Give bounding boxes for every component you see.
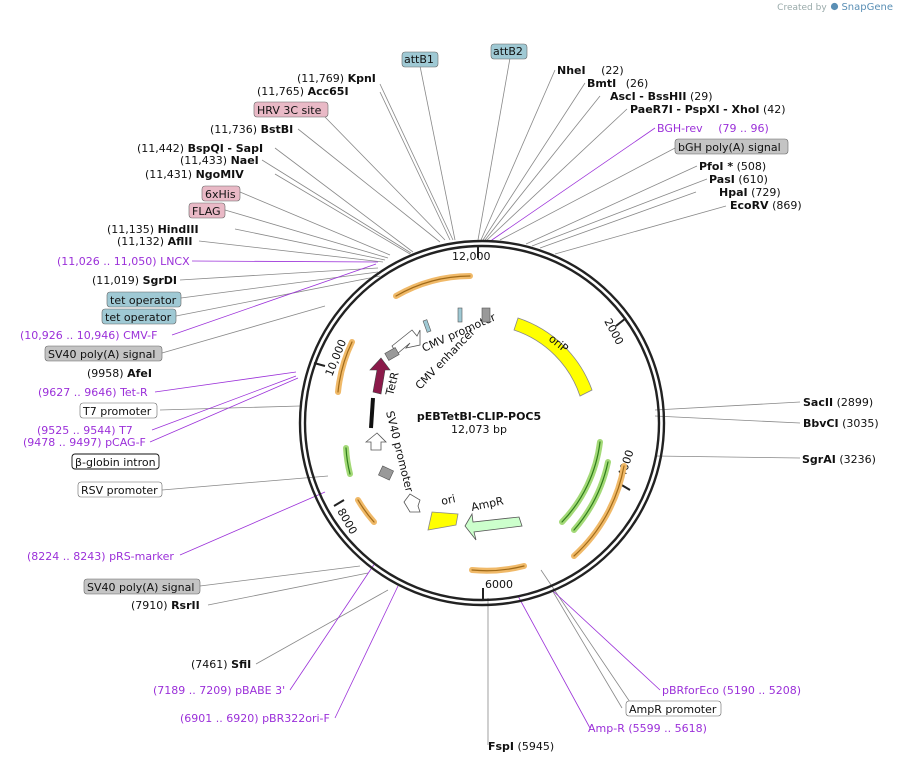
plasmid-length: 12,073 bp [451,423,507,436]
svg-text:(11,765) Acc65I: (11,765) Acc65I [257,85,349,98]
promoter-arrow-small-2[interactable] [403,493,421,513]
tet-operator-1-label: tet operator [110,294,177,307]
beta-globin-label: β-globin intron [75,456,156,469]
polya-box[interactable] [378,465,394,481]
svg-text:PaeR7I - PspXI - XhoI (42): PaeR7I - PspXI - XhoI (42) [630,103,786,116]
svg-text:(11,135) HindIII: (11,135) HindIII [107,223,199,236]
svg-text:pBRforEco (5190 .. 5208): pBRforEco (5190 .. 5208) [662,684,801,697]
t7-promoter-label: T7 promoter [82,405,152,418]
svg-text:(11,431) NgoMIV: (11,431) NgoMIV [145,168,244,181]
sv40-polya-box[interactable] [384,347,400,361]
flag-label: FLAG [192,205,221,218]
boxed-labels: attB1 attB2 HRV 3C site 6xHis FLAG tet o… [44,43,789,717]
ampr-feature[interactable] [464,512,523,541]
sv40-promoter-label: SV40 promoter [383,410,416,494]
ampr-label: AmpR [470,494,505,514]
credit-prefix: Created by [777,3,827,13]
his6-label: 6xHis [205,188,236,201]
tick-label-8000: 8000 [334,506,359,537]
svg-text:(10,926 .. 10,946) CMV-F: (10,926 .. 10,946) CMV-F [20,329,157,342]
bgh-polya-label: bGH poly(A) signal [678,141,781,154]
rsv-promoter-label: RSV promoter [81,484,158,497]
ori-feature[interactable] [427,511,459,531]
svg-text:SacII (2899): SacII (2899) [803,396,873,409]
attb2-label: attB2 [493,45,523,58]
svg-text:(9478 .. 9497) pCAG-F: (9478 .. 9497) pCAG-F [23,436,146,449]
tetr-feature[interactable] [369,357,391,395]
svg-text:EcoRV (869): EcoRV (869) [730,199,802,212]
tet-operator-box[interactable] [422,319,432,333]
svg-text:(7461) SfiI: (7461) SfiI [191,658,251,671]
svg-text:(8224 .. 8243) pRS-marker: (8224 .. 8243) pRS-marker [27,550,174,563]
attb1-label: attB1 [404,53,434,66]
svg-text:(11,019) SgrDI: (11,019) SgrDI [92,274,177,287]
cmv-enhancer-feature[interactable] [391,329,421,355]
svg-text:SgrAI (3236): SgrAI (3236) [802,453,876,466]
svg-text:(11,433) NaeI: (11,433) NaeI [180,154,259,167]
svg-text:(11,736) BstBI: (11,736) BstBI [210,123,293,136]
svg-text:(9627 .. 9646) Tet-R: (9627 .. 9646) Tet-R [38,386,148,399]
svg-text:HpaI (729): HpaI (729) [719,186,781,199]
leader-lines [159,57,801,745]
svg-text:PasI (610): PasI (610) [709,173,768,186]
tick-label-6000: 6000 [485,578,513,591]
bgh-box[interactable] [481,307,491,323]
svg-text:FspI (5945): FspI (5945) [488,740,554,753]
svg-text:AscI - BssHII (29): AscI - BssHII (29) [610,90,713,103]
svg-text:(9525 .. 9544) T7: (9525 .. 9544) T7 [37,424,133,437]
promoter-arrow-small[interactable] [364,432,387,451]
credit-brand: SnapGene [841,2,893,13]
attb-box[interactable] [457,307,463,323]
ori-label: ori [440,492,457,508]
svg-text:(11,026 .. 11,050) LNCX: (11,026 .. 11,050) LNCX [57,255,190,268]
orf-arrows [335,273,627,574]
svg-text:(9958) AfeI: (9958) AfeI [87,367,152,380]
svg-text:(11,442) BspQI - SapI: (11,442) BspQI - SapI [137,142,263,155]
svg-text:(11,769) KpnI: (11,769) KpnI [297,72,376,85]
sv40-polya-bot-label: SV40 poly(A) signal [87,581,194,594]
right-site-labels: FspI (5945) Amp-R (5599 .. 5618) pBRforE… [488,64,879,753]
tick-label-12000: 12,000 [452,250,491,263]
plasmid-name: pEBTetBI-CLIP-POC5 [417,410,541,423]
tick-label-4000: 4000 [615,448,636,479]
tick-marks [313,245,631,600]
svg-text:NheI (22): NheI (22) [557,64,624,77]
tetr-label: TetR [383,370,402,397]
svg-text:BGH-rev (79 .. 96): BGH-rev (79 .. 96) [657,122,769,135]
svg-text:PfoI * (508): PfoI * (508) [699,160,766,173]
svg-text:(11,132) AflII: (11,132) AflII [117,235,192,248]
hrv-label: HRV 3C site [257,104,322,117]
svg-text:BbvCI (3035): BbvCI (3035) [803,417,879,430]
sv40-polya-top-label: SV40 poly(A) signal [48,348,155,361]
sv40-promoter-bar [369,397,375,429]
ampr-promoter-label: AmpR promoter [629,703,717,716]
svg-text:(7910) RsrII: (7910) RsrII [131,599,200,612]
svg-text:Amp-R (5599 .. 5618): Amp-R (5599 .. 5618) [588,722,707,735]
primer-leaders [149,127,661,729]
snapgene-logo-icon [830,2,838,11]
svg-text:BmtI (26): BmtI (26) [587,77,648,90]
svg-text:(7189 .. 7209) pBABE 3': (7189 .. 7209) pBABE 3' [153,684,285,697]
left-site-labels: (11,769) KpnI (11,765) Acc65I (11,736) B… [20,72,376,725]
svg-text:(6901 .. 6920) pBR322ori-F: (6901 .. 6920) pBR322ori-F [180,712,330,725]
snapgene-credit: Created by SnapGene [777,2,893,13]
tet-operator-2-label: tet operator [105,311,172,324]
orip-feature[interactable] [513,317,593,397]
